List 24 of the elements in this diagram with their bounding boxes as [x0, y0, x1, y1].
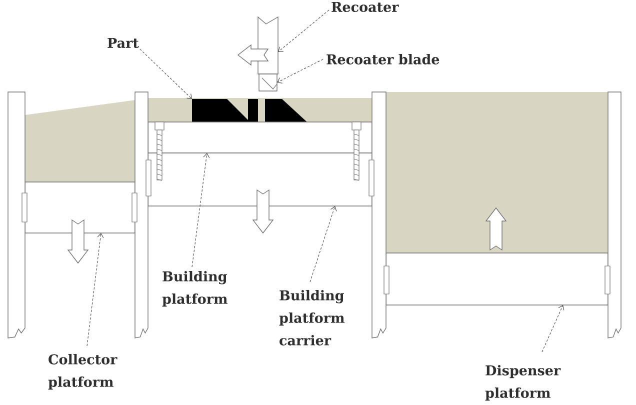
- powder-bed: [386, 92, 608, 253]
- callout-label: Collector platform: [48, 354, 118, 390]
- callout-label: Recoater: [332, 2, 399, 12]
- leader-line: [86, 233, 104, 346]
- chamber-wall: [8, 92, 26, 338]
- leader-line: [277, 58, 324, 84]
- powder-bed: [25, 100, 135, 182]
- collector-platform: [24, 182, 136, 234]
- chamber-wall: [372, 92, 386, 338]
- callout-label: Dispenser platform: [485, 365, 561, 401]
- leader-line: [278, 10, 330, 52]
- chamber-wall: [608, 92, 622, 338]
- callout-label: Building platform: [162, 271, 228, 307]
- callout-label: Part: [108, 38, 139, 48]
- dispenser-platform: [386, 252, 608, 306]
- leader-line: [140, 48, 192, 99]
- callout-label: Building platform carrier: [279, 290, 344, 346]
- leader-line: [542, 305, 564, 352]
- leader-line: [310, 206, 337, 282]
- callout-label: Recoater blade: [326, 54, 440, 64]
- printed-part: [192, 99, 307, 122]
- recoater-blade: [258, 74, 278, 92]
- chamber-wall: [134, 92, 148, 338]
- leader-line: [192, 153, 210, 268]
